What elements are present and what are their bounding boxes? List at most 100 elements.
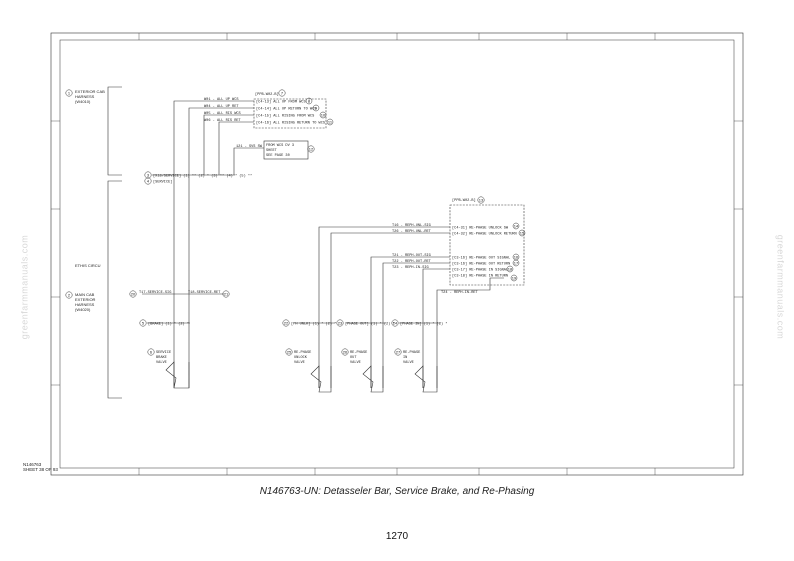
wire-a-4: W06 - ALL RIS RET [204, 119, 242, 123]
callout-9: 9 [315, 105, 318, 110]
connector-b-labels: [PPB-W02-B] [C4-31] RE-PHASE UNLOCK SW [… [392, 198, 517, 295]
wire-b-4: T22 - REPH-OUT-RET [392, 260, 432, 264]
watermark-left: greenfarmmanuals.com [19, 234, 30, 340]
valve2-line3: VALVE [294, 361, 305, 365]
callout-26: 26 [343, 350, 348, 355]
harness-1-line2: HARNESS [75, 94, 95, 99]
pin-a-4: [C4-16] ALL RISING RETURN TO WCS [256, 120, 325, 125]
note-line1: FROM WCS DV 3 [266, 144, 294, 148]
wire-b-2: T26 - REPH-UNL-RET [392, 230, 432, 234]
callout-5: 5 [142, 321, 145, 326]
callout-16: 16 [514, 254, 519, 259]
connector-ppb-a [253, 98, 327, 129]
wires-connector-b [318, 226, 504, 388]
valve-symbol-service [165, 361, 190, 389]
wire-b-6: T24 - REPH-IN-RET [441, 291, 479, 295]
callout-8: 8 [308, 98, 311, 103]
wire-service-sig: T17-SERVICE-SIG [139, 291, 171, 295]
callout-24: 24 [393, 321, 398, 326]
harness-bracket-top [107, 86, 122, 176]
harness-2-line2: EXTERIOR [75, 297, 96, 302]
callout-12: 12 [309, 147, 314, 152]
valve4-line2: IN [403, 356, 407, 360]
valve3-line2: OUT [350, 356, 357, 360]
connector-3-label: [X18/SERVICE] (1) ** (2) * (3) ** (4) * … [153, 173, 252, 178]
callout-1: 1 [68, 91, 71, 96]
valve-labels: T17-SERVICE-SIG T18-SERVICE-RET [BRAKE] … [139, 291, 447, 365]
valve2-line2: UNLOCK [294, 356, 308, 360]
pin-b-2: [C4-32] RE-PHASE UNLOCK RETURN [452, 231, 517, 236]
note-line3: SEE PAGE 30 [266, 154, 290, 158]
connector-a-labels: [PPB-W02-B] [C4-13] ALL UP FROM WCS [C4-… [204, 92, 325, 158]
callout-27: 27 [396, 350, 401, 355]
valve-symbol-unlock [310, 365, 332, 393]
valve3-line3: VALVE [350, 361, 361, 365]
valve-in-connector: [PHASE IN] (1) * (2) * [400, 321, 447, 326]
valve-symbol-out [362, 365, 384, 393]
harness-2-line3: HARNESS [75, 302, 95, 307]
connector-b-title: [PPB-W02-B] [452, 198, 476, 203]
sheet-id-line1: N146763 [23, 462, 42, 467]
callout-7: 7 [281, 91, 284, 96]
callout-numbers: 1 2 3 4 5 6 7 8 9 10 11 12 13 14 15 16 1… [68, 91, 525, 355]
harness-1-line1: EXTERIOR CAB [75, 89, 105, 94]
callout-13: 13 [479, 198, 484, 203]
wire-a-1: W01 - ALL UP WCS [204, 98, 239, 102]
callout-20: 20 [131, 292, 136, 297]
page-number: 1270 [385, 531, 409, 542]
sheet-id: N146763 SHEET 38 OF 93 [23, 462, 58, 472]
callout-25: 25 [287, 350, 292, 355]
sheet-id-line2: SHEET 38 OF 93 [23, 467, 58, 472]
callout-23: 23 [338, 321, 343, 326]
pin-b-5: [C3-17] RE-PHASE IN SIGNAL [452, 267, 508, 272]
wire-a-3: W05 - ALL RIS WCS [204, 112, 241, 116]
valve1-line3: VALVE [156, 361, 167, 365]
valve3-line1: RE-PHASE [350, 351, 367, 355]
valve-symbol-in [414, 365, 438, 393]
valve4-line3: VALVE [403, 361, 414, 365]
harness-labels: EXTERIOR CAB HARNESS (W4010) MAIN CAB EX… [75, 89, 252, 312]
callout-15: 15 [520, 230, 525, 235]
pin-a-2: [C4-14] ALL UP RETURN TO WCS [256, 106, 316, 111]
side-text: ETHIS CIRCU [75, 263, 101, 268]
valve-out-connector: [PHASE OUT] (1) * (2) * [345, 321, 395, 326]
callout-circles [65, 89, 526, 356]
callout-17: 17 [514, 260, 519, 265]
pin-b-1: [C4-31] RE-PHASE UNLOCK SW [452, 225, 509, 230]
watermark-right: greenfarmmanuals.com [775, 234, 786, 340]
pin-b-4: [C3-16] RE-PHASE OUT RETURN [452, 261, 510, 266]
wires-service-brake [142, 175, 224, 388]
note-line2: SHEET [266, 149, 278, 153]
callout-14: 14 [514, 223, 519, 228]
pin-b-3: [C3-16] RE-PHASE OUT SIGNAL [452, 255, 510, 260]
pin-b-6: [C3-18] RE-PHASE IN RETURN [452, 273, 508, 278]
wire-service-ret: T18-SERVICE-RET [188, 291, 221, 295]
callout-11: 11 [328, 119, 333, 124]
connector-4-label: [SERVICE] [153, 179, 172, 184]
border-ticks [51, 33, 743, 475]
harness-2-line4: (W4020) [75, 307, 91, 312]
figure-caption: N146763-UN: Detasseler Bar, Service Brak… [259, 486, 535, 497]
valve-brake-connector: [BRAKE] (1) * (2) * [148, 321, 189, 326]
harness-2-line1: MAIN CAB [75, 292, 95, 297]
callout-4: 4 [147, 179, 150, 184]
callout-22: 22 [284, 321, 289, 326]
wire-a-2: W04 - ALL UP RET [204, 105, 239, 109]
callout-10: 10 [321, 112, 326, 117]
wire-b-5: T23 - REPH-IN-SIG [392, 266, 429, 270]
wire-b-1: T16 - REPH-UNL-SIG [392, 224, 431, 228]
wire-b-3: T21 - REPH-OUT-SIG [392, 254, 431, 258]
connector-ppb-b [449, 204, 525, 286]
valve4-line1: RE-PHASE [403, 351, 420, 355]
pin-a-1: [C4-13] ALL UP FROM WCS [256, 99, 306, 104]
valve1-line2: BRAKE [156, 356, 167, 360]
callout-6: 6 [150, 350, 153, 355]
connector-a-title: [PPB-W02-B] [255, 92, 279, 97]
callout-2: 2 [68, 293, 71, 298]
callout-19: 19 [512, 275, 517, 280]
wire-a-5: 121 - SVS SW [236, 145, 263, 149]
valve-unlock-connector: [PH UNLK] (1) * (2) * [291, 321, 336, 326]
wires-connector-a [173, 100, 264, 175]
callout-3: 3 [147, 173, 150, 178]
pin-a-3: [C4-15] ALL RISING FROM WCS [256, 113, 314, 118]
